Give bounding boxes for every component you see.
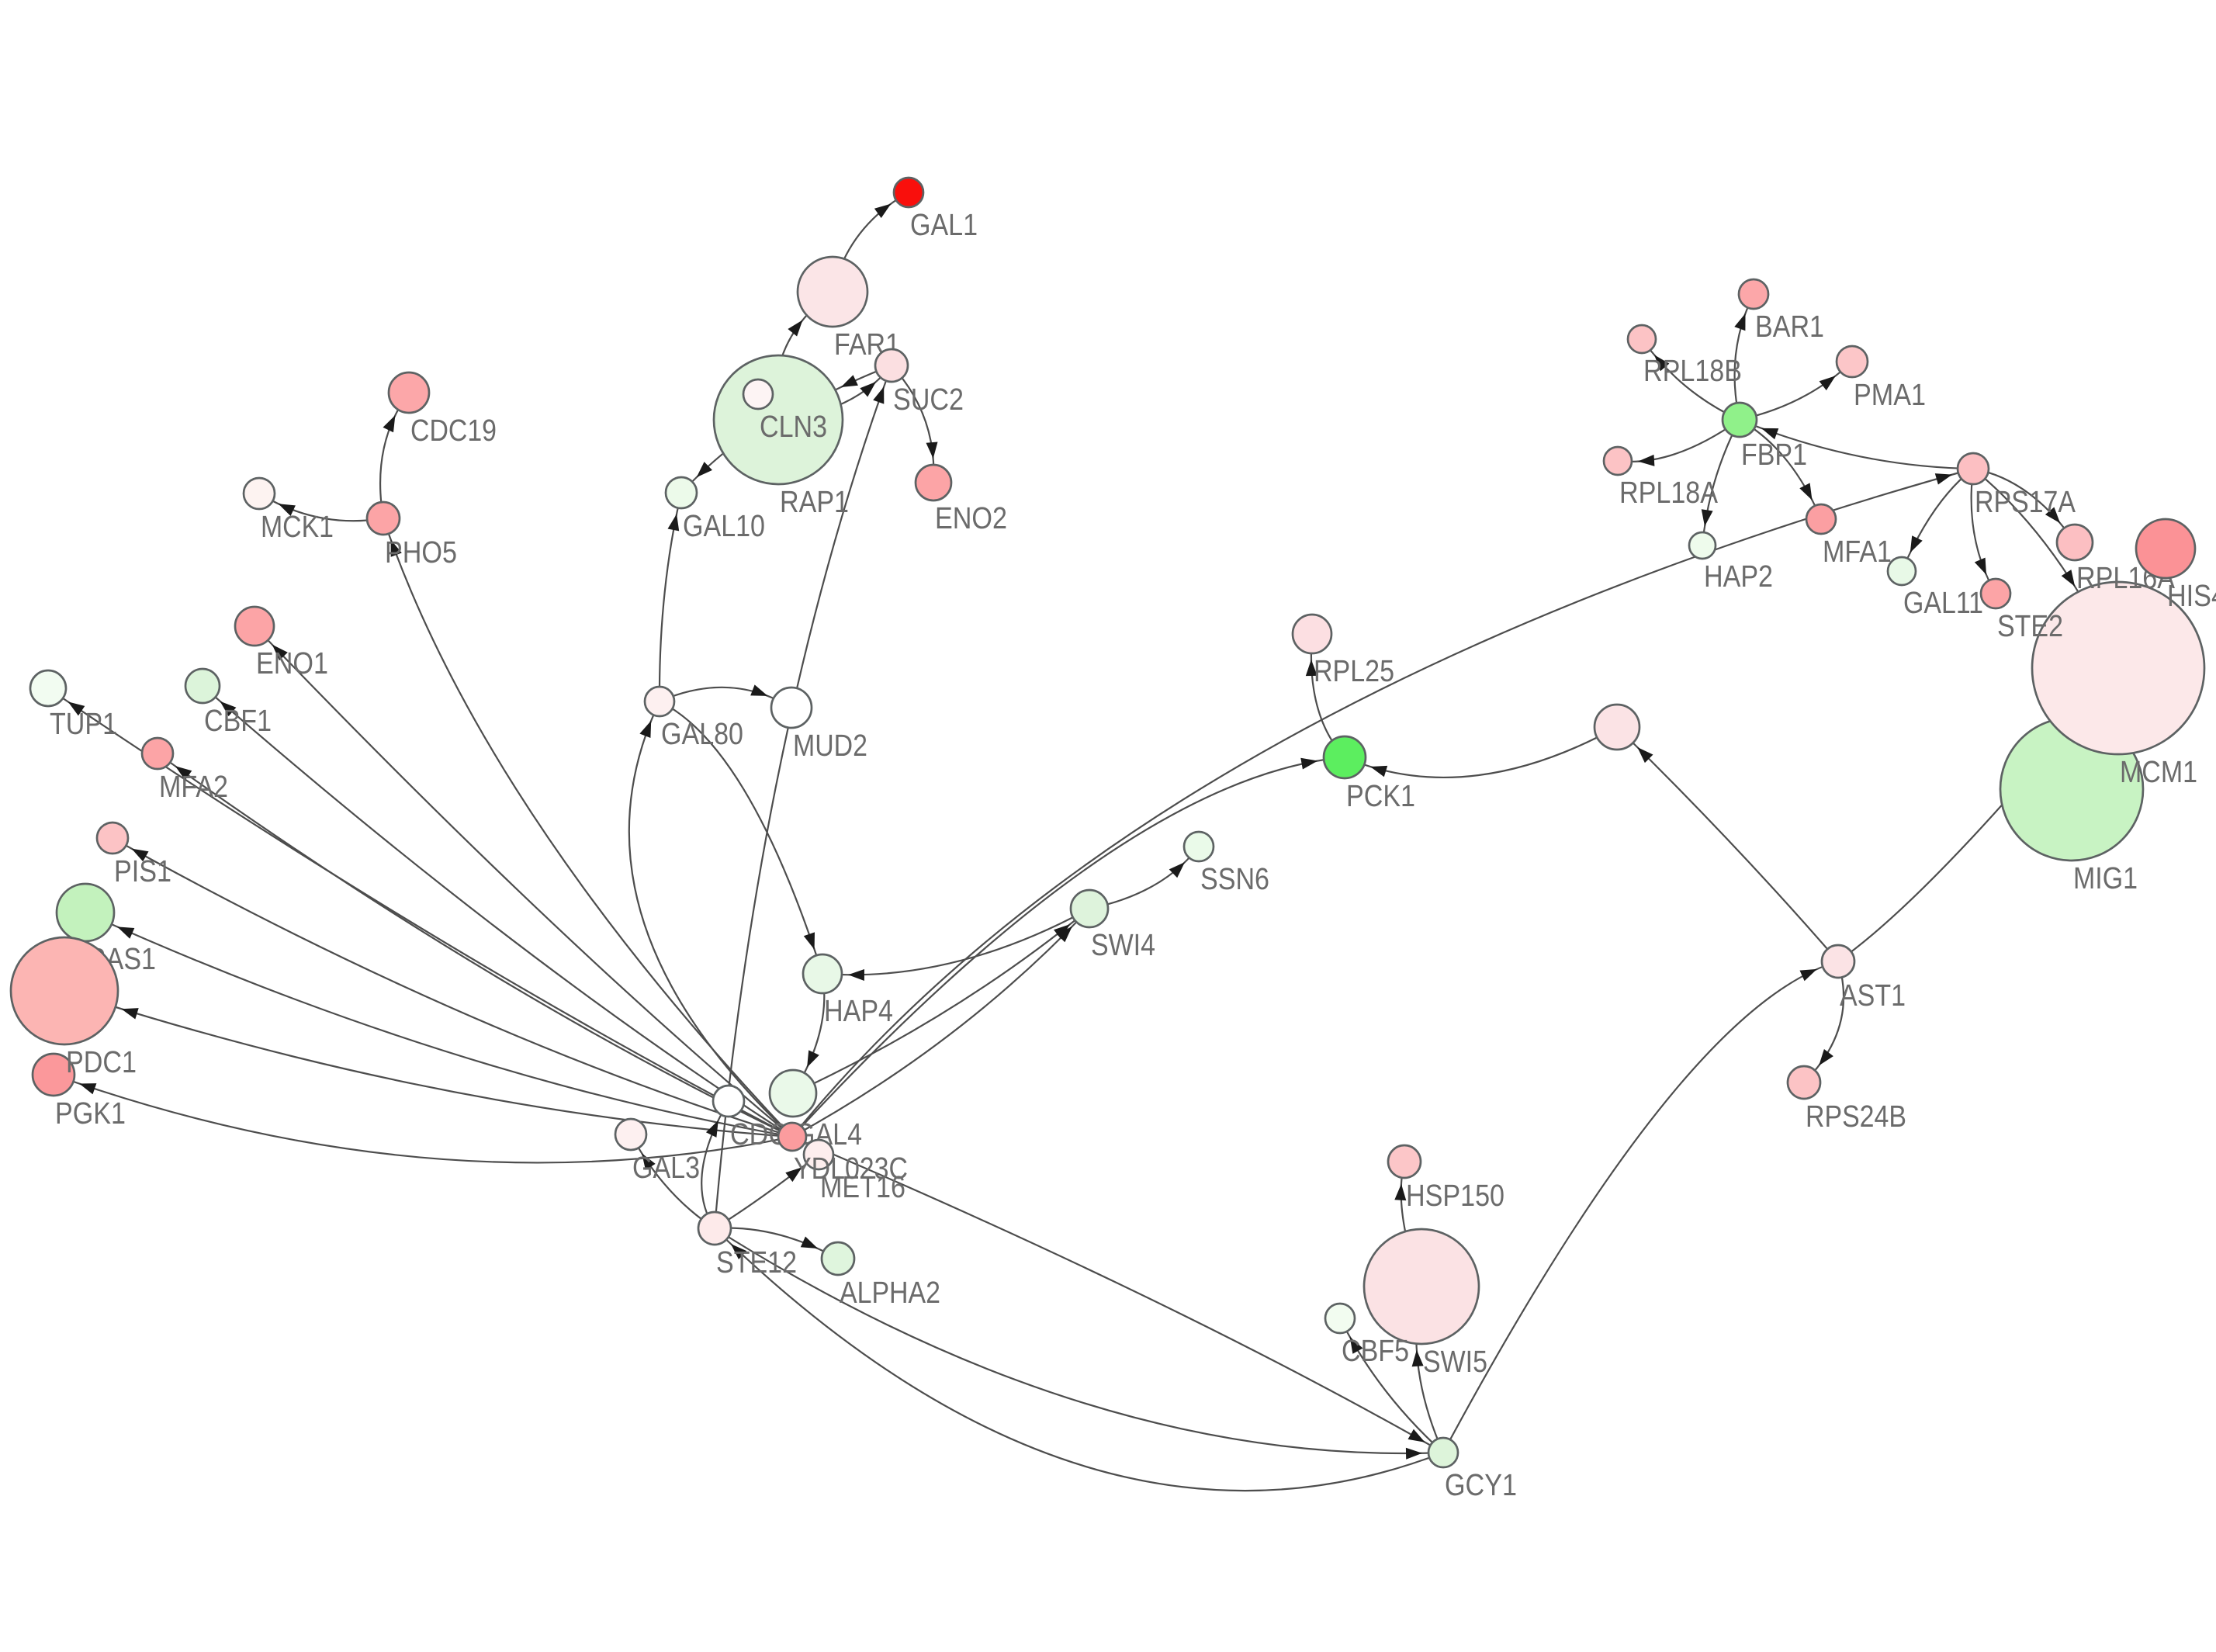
- svg-text:ENO1: ENO1: [256, 646, 328, 681]
- svg-text:FBP1: FBP1: [1741, 438, 1807, 472]
- svg-text:CDC19: CDC19: [410, 414, 497, 448]
- svg-text:RPS24B: RPS24B: [1806, 1100, 1906, 1134]
- svg-text:PGK1: PGK1: [55, 1096, 126, 1131]
- svg-text:GAL1: GAL1: [910, 208, 978, 242]
- svg-text:SSN6: SSN6: [1200, 862, 1269, 896]
- svg-text:GAL11: GAL11: [1903, 586, 1983, 620]
- svg-text:MCM1: MCM1: [2120, 755, 2197, 789]
- svg-text:GAL10: GAL10: [683, 509, 765, 543]
- svg-text:CBF5: CBF5: [1342, 1334, 1409, 1368]
- svg-text:RAP1: RAP1: [780, 485, 849, 519]
- svg-text:HIS4: HIS4: [2167, 579, 2216, 613]
- svg-text:HAP2: HAP2: [1704, 559, 1773, 594]
- svg-text:ENO2: ENO2: [935, 501, 1007, 535]
- svg-text:GCY1: GCY1: [1445, 1468, 1517, 1502]
- svg-text:STE12: STE12: [716, 1245, 797, 1280]
- svg-text:HSP150: HSP150: [1406, 1179, 1504, 1213]
- svg-text:ALPHA2: ALPHA2: [840, 1276, 940, 1310]
- svg-text:PMA1: PMA1: [1854, 378, 1926, 412]
- svg-text:MUD2: MUD2: [793, 729, 867, 763]
- svg-text:RPL18A: RPL18A: [1619, 476, 1719, 510]
- svg-text:PIS1: PIS1: [114, 854, 171, 888]
- svg-text:PDC1: PDC1: [66, 1045, 137, 1079]
- svg-text:SUC2: SUC2: [893, 383, 964, 417]
- svg-text:MCK1: MCK1: [261, 510, 334, 544]
- svg-text:CLN3: CLN3: [760, 410, 827, 444]
- svg-text:BAR1: BAR1: [1755, 310, 1824, 344]
- svg-text:GAL3: GAL3: [632, 1151, 700, 1185]
- svg-text:HAP4: HAP4: [824, 994, 893, 1028]
- svg-text:PHO5: PHO5: [385, 535, 457, 570]
- svg-text:TUP1: TUP1: [50, 707, 117, 741]
- svg-text:SWI4: SWI4: [1091, 928, 1155, 962]
- svg-text:MFA2: MFA2: [159, 770, 228, 804]
- svg-text:MET16: MET16: [820, 1170, 905, 1204]
- svg-text:SWI5: SWI5: [1423, 1345, 1487, 1379]
- svg-text:YDL023C: YDL023C: [794, 1152, 908, 1186]
- svg-text:MFA1: MFA1: [1823, 535, 1892, 569]
- svg-text:RPL25: RPL25: [1314, 654, 1394, 688]
- svg-text:RPS17A: RPS17A: [1975, 485, 2076, 519]
- svg-text:STE2: STE2: [1997, 609, 2063, 643]
- svg-text:CBF1: CBF1: [204, 704, 272, 738]
- svg-text:RPL18B: RPL18B: [1643, 354, 1742, 388]
- svg-text:AST1: AST1: [1840, 978, 1906, 1013]
- svg-text:GAL80: GAL80: [661, 717, 743, 751]
- svg-text:PCK1: PCK1: [1346, 779, 1415, 813]
- svg-text:MIG1: MIG1: [2073, 861, 2138, 895]
